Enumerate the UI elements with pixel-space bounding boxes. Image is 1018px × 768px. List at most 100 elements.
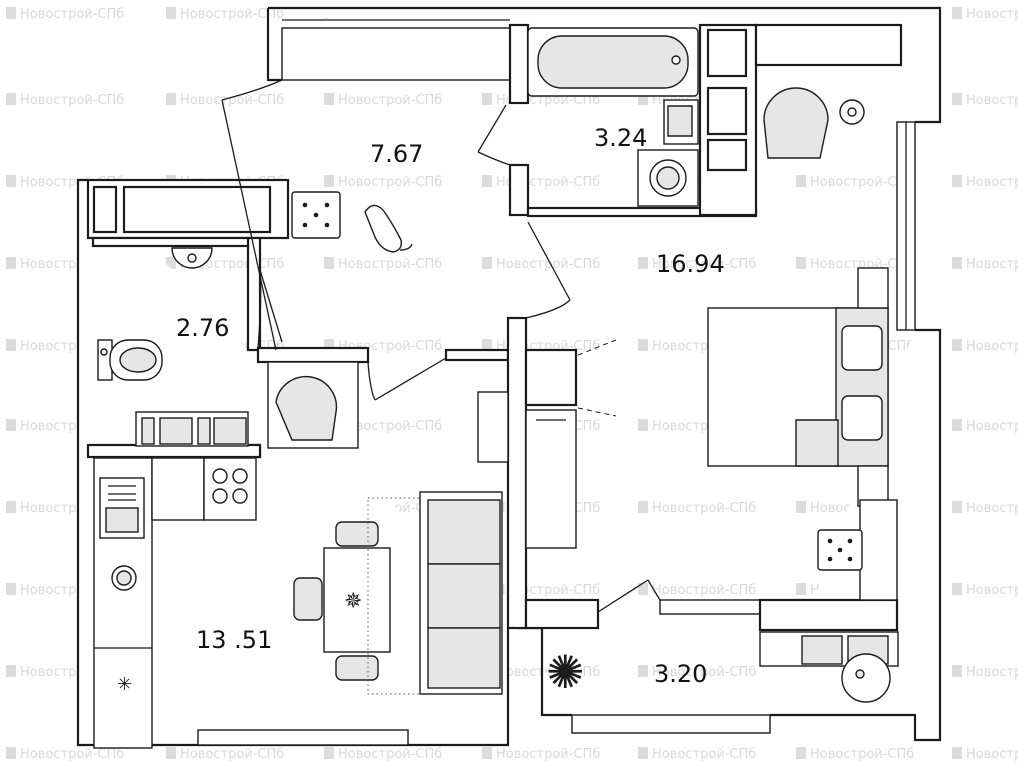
watermark-building-icon [796,583,806,595]
watermark-building-icon [6,175,16,187]
watermark: Новострой-СПб [796,747,914,762]
watermark: Новострой-СПб [638,501,756,516]
watermark-building-icon [324,747,334,759]
watermark-building-icon [482,747,492,759]
bedroom-furniture [525,87,898,601]
room-area-bedroom: 16.94 [656,250,725,278]
watermark: Новострой-СПб [324,747,442,762]
room-labels: 7.67 3.24 16.94 2.76 13 .51 3.20 [176,124,725,688]
watermark-text: Новострой-СПб [966,339,1018,354]
watermark: Новострой-СПб [638,665,756,680]
watermark: Новострой-СПб [166,7,284,22]
watermark-building-icon [638,93,648,105]
watermark: Новострой-СПб [952,7,1018,22]
watermark: Новострой-СПб [324,93,442,108]
watermark-text: Новострой-СПб [966,665,1018,680]
watermark: Новострой-СПб [796,175,914,190]
watermark-text: Новострой-СПб [180,747,284,762]
watermark-text: Новострой-СПб [496,747,600,762]
balcony-furniture: ✺ [546,631,899,703]
watermark-building-icon [6,257,16,269]
watermark-building-icon [952,93,962,105]
watermark-building-icon [952,747,962,759]
watermark-text: Новострой-СПб [966,257,1018,272]
watermark-building-icon [796,501,806,513]
watermark-building-icon [796,257,806,269]
watermark-text: Новострой-СПб [966,583,1018,598]
watermark-building-icon [166,93,176,105]
watermark-text: Новострой-СПб [180,93,284,108]
watermark: Новострой-СПб [324,257,442,272]
watermark-text: Новострой-СПб [652,665,756,680]
watermark: Новострой-СПб [952,501,1018,516]
watermark-building-icon [6,93,16,105]
svg-text:✳: ✳ [117,674,132,695]
watermark-building-icon [6,419,16,431]
watermark-building-icon [324,93,334,105]
watermark: Новострой-СПб [952,747,1018,762]
room-area-balcony: 3.20 [654,660,707,688]
watermark-building-icon [638,501,648,513]
watermark-text: Новострой-СПб [966,501,1018,516]
watermark: Новострой-СПб [638,583,756,598]
room-area-wc: 2.76 [176,314,229,342]
watermark: Новострой-СПб [6,93,124,108]
watermark: Новострой-СПб [482,747,600,762]
watermark-building-icon [638,665,648,677]
watermark-building-icon [324,339,334,351]
watermark-building-icon [952,7,962,19]
watermark: Новострой-СПб [324,175,442,190]
watermark-building-icon [6,7,16,19]
watermark-building-icon [6,339,16,351]
watermark: Новострой-СПб [166,93,284,108]
watermark-text: Новострой-СПб [966,93,1018,108]
watermark: Новострой-СПб [638,747,756,762]
watermark-building-icon [6,583,16,595]
watermark-building-icon [952,665,962,677]
watermark-building-icon [6,747,16,759]
watermark-building-icon [952,419,962,431]
watermark-text: Новострой-СПб [338,747,442,762]
watermark: Новострой-СПб [6,747,124,762]
room-area-kitchen-living: 13 .51 [196,626,272,654]
svg-text:✺: ✺ [546,645,585,699]
watermark-building-icon [324,175,334,187]
watermark-building-icon [482,339,492,351]
watermark-text: Новострой-СПб [966,747,1018,762]
watermark-building-icon [952,175,962,187]
watermark-building-icon [638,747,648,759]
watermark-text: Новострой-СПб [652,747,756,762]
watermark-text: Новострой-СПб [338,419,442,434]
watermark-text: Новострой-СПб [652,583,756,598]
svg-text:✵: ✵ [344,589,362,614]
watermark-text: Новострой-СПб [338,175,442,190]
watermark-building-icon [166,257,176,269]
watermark: Новострой-СПб [6,7,124,22]
watermark-text: Новострой-СПб [966,7,1018,22]
watermark-building-icon [482,257,492,269]
hall-furniture [291,191,413,253]
watermark-text: Новострой-СПб [652,501,756,516]
room-area-hall: 7.67 [370,140,423,168]
watermark: Новострой-СПб [952,93,1018,108]
watermark-text: Новострой-СПб [966,175,1018,190]
watermark-building-icon [482,175,492,187]
watermark-building-icon [482,93,492,105]
room-area-bathroom: 3.24 [594,124,647,152]
watermark-building-icon [952,583,962,595]
watermark-text: Новострой-СПб [338,93,442,108]
watermark-building-icon [638,583,648,595]
watermark: Новострой-СПб [952,583,1018,598]
watermark: Новострой-СПб [166,747,284,762]
kitchen-furniture: ✳ ✵ [93,361,509,749]
watermark: Новострой-СПб [952,665,1018,680]
watermark-text: Новострой-СПб [20,93,124,108]
watermark-building-icon [952,501,962,513]
bathroom-furniture [527,27,699,207]
watermark: Новострой-СПб [482,257,600,272]
watermark-text: Новострой-СПб [20,747,124,762]
watermark-text: Новострой-СПб [966,419,1018,434]
watermark-text: Новострой-СПб [496,257,600,272]
watermark: Новострой-СПб [952,175,1018,190]
